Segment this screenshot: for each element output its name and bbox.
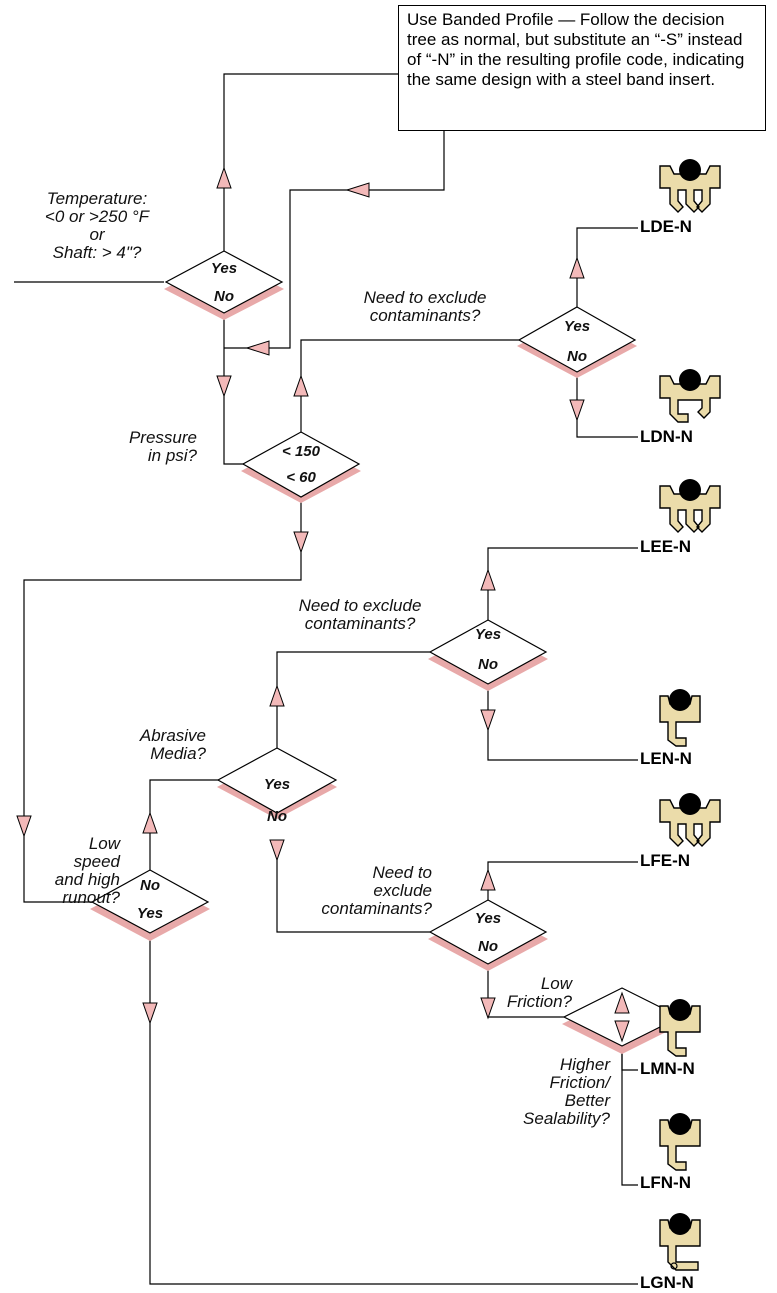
seal-profiles — [659, 158, 721, 1271]
decision-pressure — [241, 431, 361, 498]
arrow-down-icon — [16, 815, 32, 837]
arrow-down-icon — [569, 399, 585, 421]
arrow-down-icon — [293, 531, 309, 553]
arrow-down-icon — [142, 1002, 158, 1024]
decision-exclude-2-yes: Yes — [474, 626, 502, 643]
decision-abrasive-yes: Yes — [263, 776, 291, 793]
seal-lde-icon — [659, 158, 721, 213]
seal-lmn-icon — [659, 998, 701, 1057]
decision-exclude-3-yes: Yes — [474, 910, 502, 927]
question-exclude-2: Need to exclude contaminants? — [298, 596, 422, 633]
arrow-left-icon — [346, 182, 370, 198]
seal-lfe-icon — [659, 792, 721, 847]
decision-temperature-no: No — [214, 288, 234, 305]
arrow-down-icon — [216, 375, 232, 397]
seal-lgn-icon — [659, 1212, 701, 1271]
decision-abrasive-no: No — [267, 808, 287, 825]
decision-abrasive — [216, 747, 338, 814]
profile-code-ldn: LDN-N — [640, 427, 693, 446]
seal-len-icon — [659, 688, 701, 747]
decision-low-speed-yes: Yes — [136, 905, 164, 922]
decision-low-speed — [90, 869, 210, 934]
question-low-speed: Low speed and high runout? — [54, 834, 120, 907]
profile-code-lfe: LFE-N — [640, 851, 691, 870]
question-temperature: Temperature: <0 or >250 °F or Shaft: > 4… — [44, 189, 150, 262]
arrow-up-icon — [269, 685, 285, 707]
question-exclude-1: Need to exclude contaminants? — [363, 288, 487, 325]
decision-exclude-1-no: No — [567, 348, 587, 365]
question-exclude-3: Need to exclude contaminants? — [321, 863, 432, 918]
arrow-up-icon — [293, 375, 309, 397]
profile-code-lmn: LMN-N — [640, 1059, 695, 1078]
decision-exclude-3 — [428, 899, 548, 965]
decision-pressure-low: < 60 — [286, 469, 316, 486]
decision-exclude-2-no: No — [478, 656, 498, 673]
arrow-up-icon — [142, 812, 158, 834]
decision-low-speed-no: No — [140, 877, 160, 894]
seal-lfn-icon — [659, 1112, 701, 1171]
decision-temperature — [164, 250, 284, 314]
connector-lines — [14, 73, 638, 1285]
label-higher-friction: Higher Friction/ Better Sealability? — [523, 1055, 610, 1128]
question-abrasive: Abrasive Media? — [139, 726, 206, 763]
seal-ldn-icon — [659, 368, 721, 423]
profile-code-len: LEN-N — [640, 749, 692, 768]
arrow-up-icon — [480, 869, 496, 891]
label-low-friction: Low Friction? — [506, 974, 572, 1011]
arrow-left-icon — [246, 340, 270, 356]
profile-code-lde: LDE-N — [640, 217, 692, 236]
banded-profile-note: Use Banded Profile — Follow the decision… — [398, 5, 766, 131]
arrow-up-icon — [569, 257, 585, 279]
decision-exclude-1-yes: Yes — [563, 318, 591, 335]
profile-code-lee: LEE-N — [640, 537, 691, 556]
arrow-up-icon — [480, 569, 496, 591]
decision-temperature-yes: Yes — [210, 260, 238, 277]
profile-code-lfn: LFN-N — [640, 1173, 691, 1192]
arrow-up-icon — [216, 167, 232, 189]
seal-lee-icon — [659, 478, 721, 533]
decision-pressure-high: < 150 — [282, 443, 320, 460]
decision-exclude-3-no: No — [478, 938, 498, 955]
decision-exclude-1 — [517, 306, 637, 373]
arrow-down-icon — [269, 839, 285, 861]
profile-code-lgn: LGN-N — [640, 1273, 694, 1292]
question-pressure: Pressure in psi? — [128, 428, 197, 465]
arrow-down-icon — [480, 709, 496, 731]
decision-exclude-2 — [428, 619, 548, 685]
